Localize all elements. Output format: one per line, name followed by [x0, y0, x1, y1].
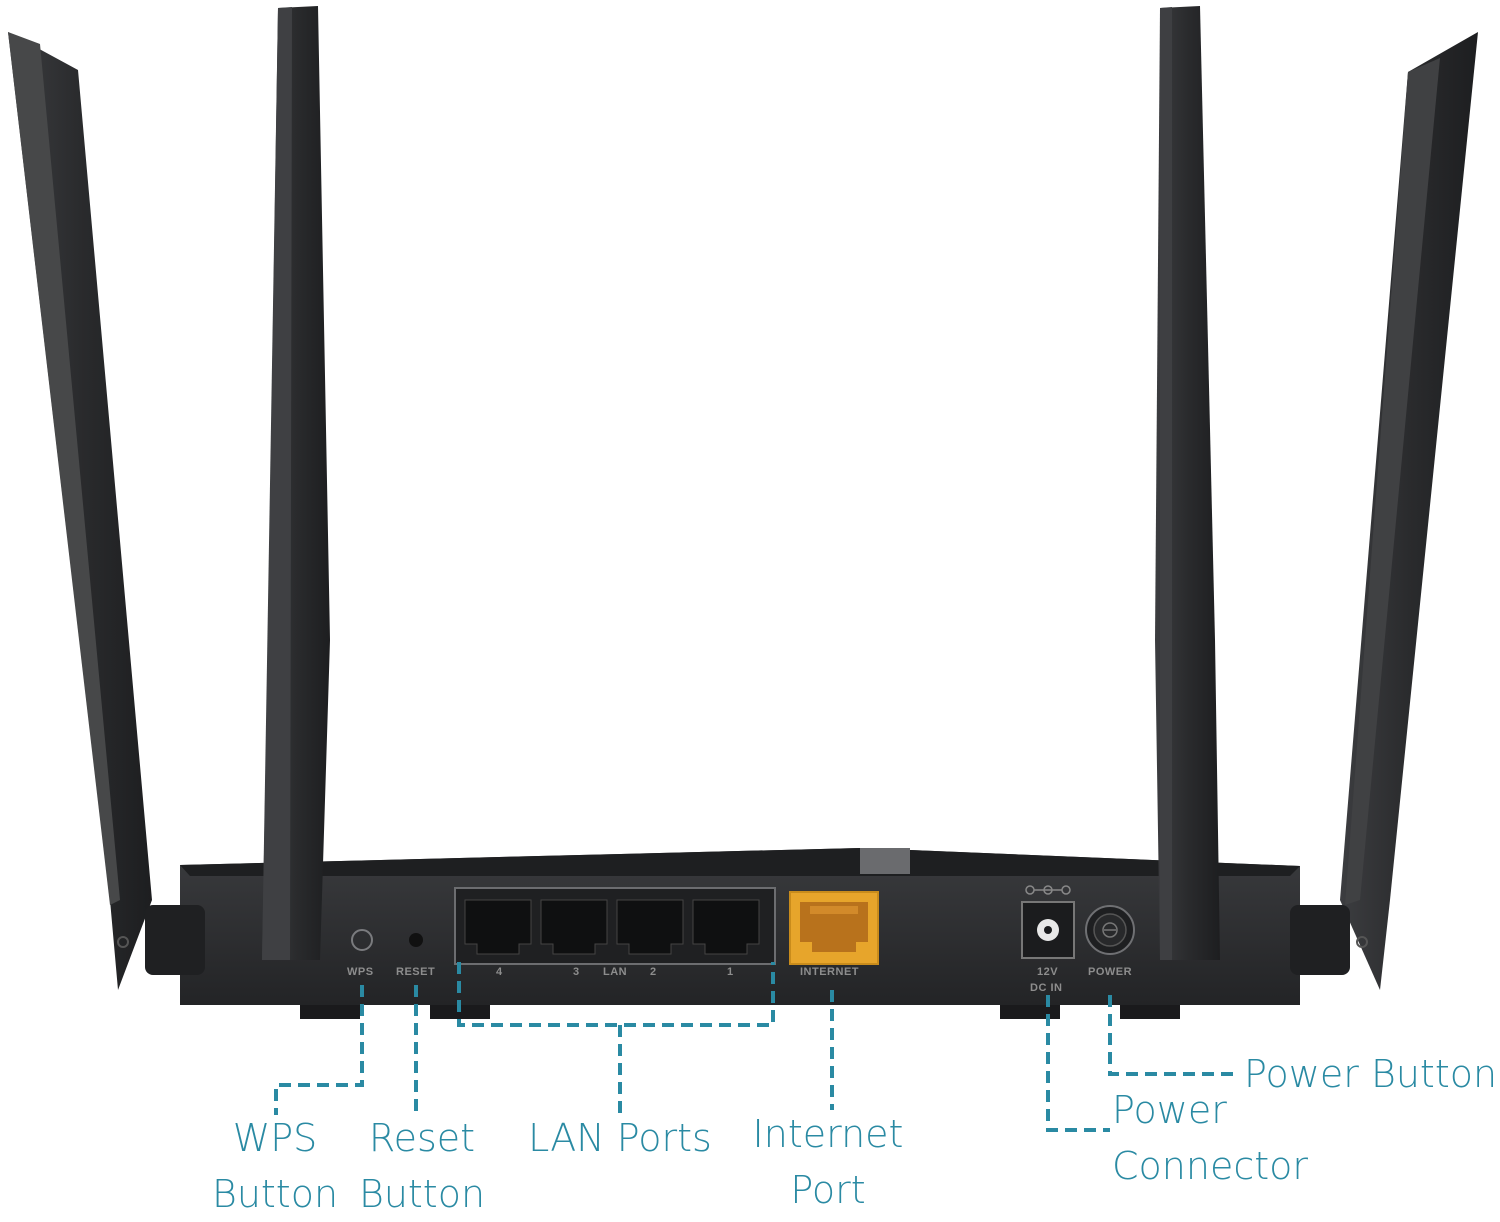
power-button[interactable]: [1085, 905, 1135, 955]
dc-polarity-icon: [1025, 885, 1071, 895]
lan-port-3[interactable]: [540, 899, 608, 955]
panel-label-lan-2: 2: [650, 966, 657, 978]
panel-label-reset: RESET: [396, 966, 436, 978]
antenna-inner-right: [1155, 6, 1220, 960]
callout-power-connector: Power Connector: [1112, 1082, 1312, 1194]
callout-reset-line1: Reset: [368, 1116, 476, 1160]
panel-label-internet: INTERNET: [800, 966, 859, 978]
callout-lan-ports: LAN Ports: [520, 1110, 720, 1166]
panel-label-lan-1: 1: [727, 966, 734, 978]
antenna-outer-right: [1340, 32, 1478, 990]
lan-port-2[interactable]: [616, 899, 684, 955]
wps-leader: [274, 985, 364, 1115]
panel-label-wps: WPS: [347, 966, 374, 978]
dc-power-connector[interactable]: [1021, 901, 1075, 959]
callout-wps-line2: Button: [211, 1172, 339, 1216]
panel-label-lan-4: 4: [496, 966, 503, 978]
callout-power-connector-line1: Power: [1112, 1088, 1227, 1132]
panel-label-12v: 12V: [1037, 966, 1059, 978]
callout-wps-line1: WPS: [232, 1116, 318, 1160]
wps-button[interactable]: [351, 929, 373, 951]
reset-button[interactable]: [409, 933, 423, 947]
panel-label-dc-in: DC IN: [1030, 982, 1063, 994]
callout-wps-button: WPS Button: [205, 1110, 345, 1222]
panel-label-power: POWER: [1088, 966, 1133, 978]
antenna-inner-left: [262, 6, 330, 960]
callout-reset-line2: Button: [358, 1172, 486, 1216]
body-accent: [860, 848, 910, 874]
antenna-outer-left: [8, 32, 152, 990]
callout-power-button: Power Button: [1244, 1046, 1498, 1102]
callout-leaders: [274, 962, 1238, 1132]
lan-port-4[interactable]: [464, 899, 532, 955]
internet-port[interactable]: [789, 891, 879, 965]
lan-port-1[interactable]: [692, 899, 760, 955]
callout-internet-line1: Internet: [752, 1112, 904, 1156]
panel-label-lan-3: 3: [573, 966, 580, 978]
callout-power-button-text: Power Button: [1244, 1052, 1498, 1096]
lan-leader: [457, 962, 775, 1027]
callout-internet-port: Internet Port: [748, 1106, 908, 1218]
power-connector-leader: [1046, 995, 1110, 1132]
callout-power-connector-line2: Connector: [1112, 1144, 1308, 1188]
power-button-leader: [1108, 995, 1238, 1076]
power-icon: [1102, 922, 1118, 938]
panel-label-lan: LAN: [603, 966, 628, 978]
lan-port-block: [454, 887, 776, 965]
callout-internet-line2: Port: [790, 1168, 866, 1212]
callout-lan-text: LAN Ports: [528, 1116, 712, 1160]
callout-reset-button: Reset Button: [352, 1110, 492, 1222]
